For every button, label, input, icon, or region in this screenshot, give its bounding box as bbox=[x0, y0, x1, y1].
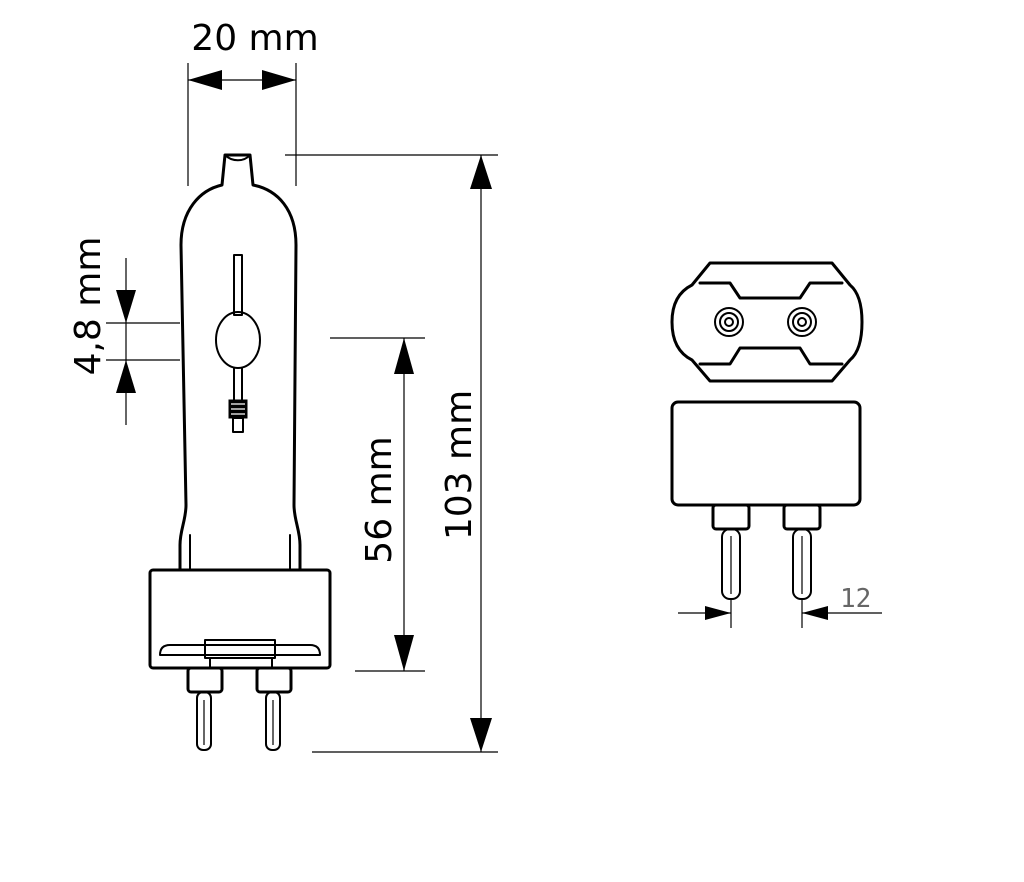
lamp-pins bbox=[186, 666, 293, 751]
base-front-view bbox=[670, 400, 862, 600]
light-center-label: 56 mm bbox=[359, 436, 400, 563]
base-latch-lower bbox=[209, 657, 273, 669]
dimension-light-center: 56 mm bbox=[330, 337, 425, 672]
dimension-pin-spacing: 12 bbox=[678, 584, 882, 628]
dimension-overall-length: 103 mm bbox=[285, 154, 498, 753]
front-view-pins bbox=[711, 503, 822, 600]
arc-tube-bulb bbox=[215, 311, 261, 369]
glass-envelope bbox=[178, 153, 302, 572]
arc-tube-lower-lead bbox=[233, 367, 243, 401]
arc-tube-foot bbox=[232, 417, 244, 433]
arc-gap-label: 4,8 mm bbox=[68, 237, 109, 376]
top-view-lower-recess bbox=[698, 346, 844, 366]
overall-length-label: 103 mm bbox=[439, 390, 480, 540]
lamp-side-view bbox=[148, 153, 332, 751]
envelope-inner-neck bbox=[189, 534, 291, 571]
front-view-body bbox=[670, 400, 862, 507]
top-view-outline bbox=[670, 261, 864, 383]
top-view-pin-sockets bbox=[714, 307, 817, 337]
width-label: 20 mm bbox=[191, 18, 318, 59]
pin-spacing-label: 12 bbox=[840, 584, 871, 614]
dimension-arc-gap: 4,8 mm bbox=[68, 237, 180, 425]
dimension-width: 20 mm bbox=[187, 18, 319, 186]
base-top-view bbox=[670, 261, 864, 383]
arc-tube-upper-lead bbox=[233, 254, 243, 316]
envelope-tip bbox=[224, 154, 251, 162]
top-view-upper-recess bbox=[698, 281, 844, 300]
base-bottom-rail bbox=[159, 644, 321, 656]
lamp-base bbox=[148, 568, 332, 670]
